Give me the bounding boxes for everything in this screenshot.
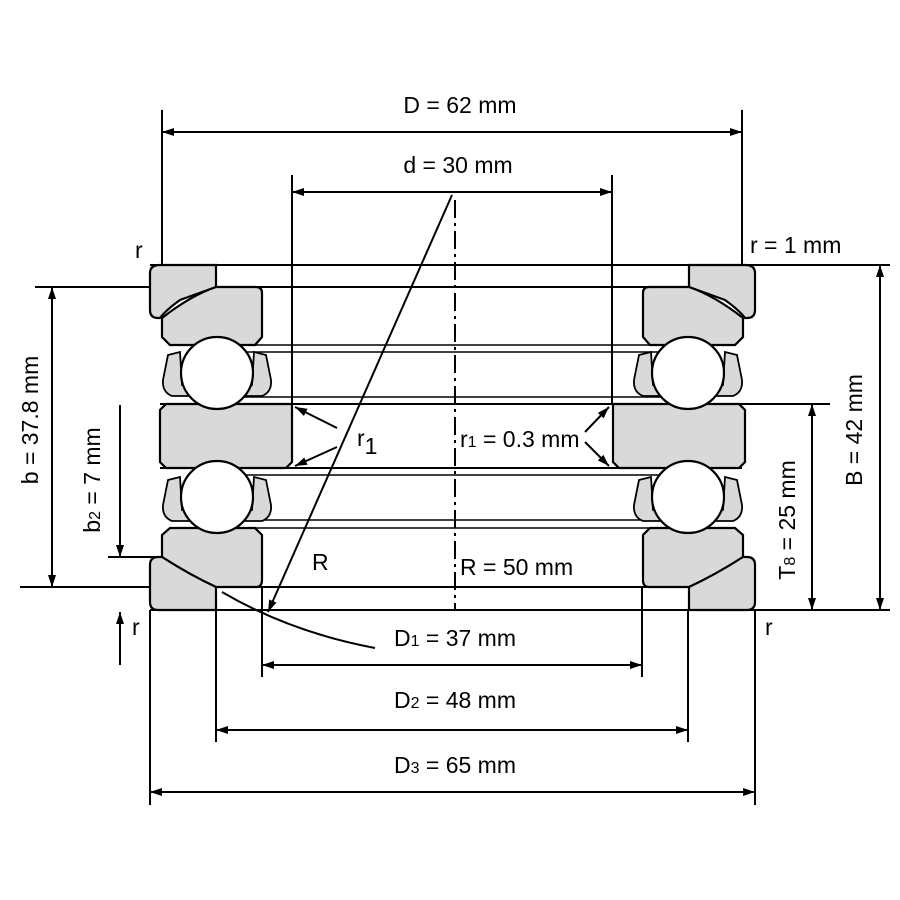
label-T8: T8 = 25 mm	[774, 460, 800, 579]
label-r1-left: r1	[357, 425, 377, 459]
label-r-bottom-right: r	[765, 614, 773, 640]
label-b2: b2 = 7 mm	[79, 427, 105, 532]
label-D1: D1 = 37 mm	[394, 625, 516, 651]
label-R-right: R = 50 mm	[460, 554, 573, 580]
label-r-top-left: r	[135, 237, 143, 263]
label-b: b = 37.8 mm	[17, 356, 43, 484]
label-D2: D2 = 48 mm	[394, 687, 516, 713]
dimension-lines	[48, 128, 884, 796]
label-r1-right: r1 = 0.3 mm	[460, 426, 579, 452]
label-D3: D3 = 65 mm	[394, 752, 516, 778]
bearing-right-section	[611, 263, 757, 612]
label-r-top-right: r = 1 mm	[750, 232, 841, 258]
label-R-left: R	[312, 549, 329, 575]
extension-lines	[149, 110, 756, 805]
label-D: D = 62 mm	[403, 92, 516, 118]
label-r-bottom-left: r	[132, 614, 140, 640]
bearing-left-section	[148, 263, 294, 612]
label-B: B = 42 mm	[841, 374, 867, 486]
label-d: d = 30 mm	[403, 152, 512, 178]
